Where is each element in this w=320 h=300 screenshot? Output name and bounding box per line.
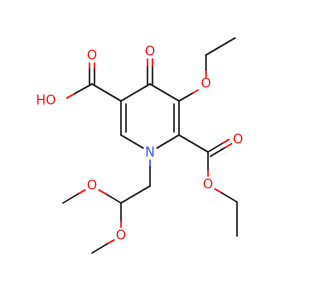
bond-c5-o-red	[192, 89, 199, 94]
methoxy-lower-oxygen-label: O	[116, 229, 126, 244]
bond-ch-o-upper-red	[98, 189, 107, 195]
methoxy-upper-oxygen-label: O	[87, 179, 97, 194]
bond-n-c6	[156, 134, 180, 149]
bond-cacid-oh	[73, 83, 93, 95]
bond-cester-o-red	[222, 138, 230, 144]
ketone-oxygen-label: O	[145, 45, 155, 60]
bond-cacid-oh-red	[66, 93, 75, 99]
bond-ch2-ch3	[205, 37, 236, 56]
ester-alkoxy-oxygen-label: O	[203, 178, 213, 193]
bond-c6-cester	[178, 134, 209, 153]
bond-c3-cacid	[91, 83, 122, 102]
ester-carbonyl-oxygen-label: O	[233, 133, 243, 148]
bond-cester-o-double-red	[224, 143, 233, 149]
pyridinone-ring	[120, 83, 180, 149]
bond-cester-o-double	[209, 146, 227, 158]
acid-hydroxyl-label: HO	[36, 94, 56, 109]
ethoxy-group: O	[178, 37, 236, 102]
bond-cester-o	[207, 142, 224, 153]
bond-ch-o-upper	[105, 193, 122, 204]
acid-carbonyl-oxygen-label: O	[87, 49, 97, 64]
ethyl-ester-group: O O	[178, 133, 243, 237]
bond-c2-n	[120, 134, 144, 149]
dimethoxyethyl-group: O O	[62, 159, 151, 254]
bond-c4-c3	[120, 83, 151, 102]
bond-oalk-ch2-red	[214, 188, 223, 194]
ethoxy-oxygen-label: O	[201, 77, 211, 92]
ring-nitrogen-label: N	[145, 146, 155, 161]
bond-c5-c4	[149, 83, 180, 102]
bond-ch2-ch	[120, 185, 151, 204]
bond-o-upper-ch3-red	[77, 189, 86, 195]
bond-o-upper-ch3	[62, 193, 79, 204]
bond-o-lower-ch3	[91, 243, 108, 254]
bond-c5-o	[178, 92, 194, 102]
bond-oalk-ch2	[221, 192, 238, 203]
bond-o-lower-ch3-red	[106, 239, 115, 245]
ketone-group: O	[145, 45, 155, 85]
molecule-structure: O O HO O N O O	[36, 37, 243, 254]
carboxylic-acid-group: O HO	[36, 49, 122, 109]
